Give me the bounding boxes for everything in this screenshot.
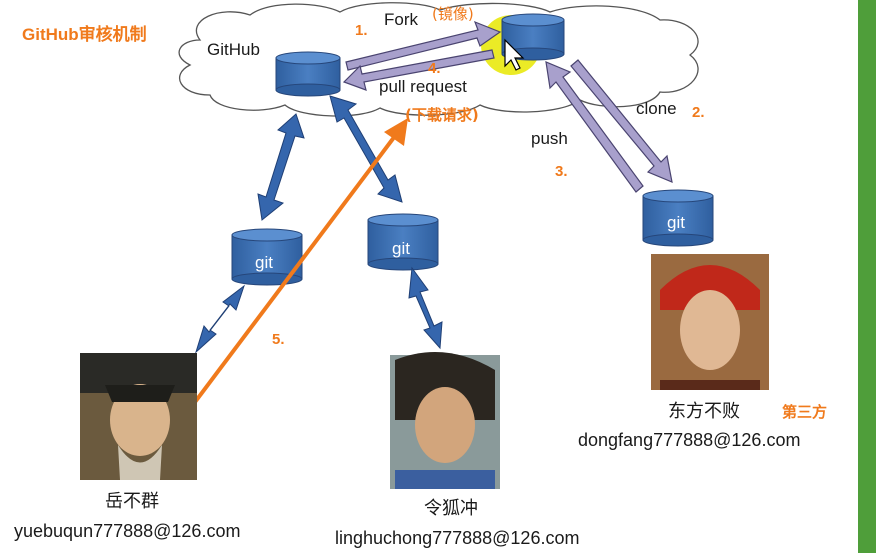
- fork-cn-label: (镜像): [432, 5, 474, 23]
- double-arrow-middle-user: [408, 266, 443, 350]
- portrait-yuebuqun: [80, 353, 197, 480]
- step4-label: 4.: [428, 60, 441, 77]
- user-name-linghuchong: 令狐冲: [424, 498, 478, 519]
- step3-label: 3.: [555, 163, 568, 180]
- user-name-dongfang: 东方不败: [668, 401, 740, 422]
- clone-label: clone: [636, 99, 677, 118]
- user-email-yuebuqun: yuebuqun777888@126.com: [14, 521, 240, 541]
- diagram-title: GitHub审核机制: [22, 24, 147, 44]
- push-arrow: [545, 61, 644, 193]
- double-arrow-left-user: [194, 284, 245, 354]
- user-email-dongfang: dongfang777888@126.com: [578, 430, 800, 450]
- user-email-linghuchong: linghuchong777888@126.com: [335, 528, 579, 548]
- portrait-dongfang: [651, 254, 769, 390]
- pull-request-label: pull request: [379, 77, 467, 96]
- git-label-right: git: [667, 213, 685, 232]
- double-arrow-github-left: [257, 113, 305, 221]
- portrait-linghuchong: [390, 352, 500, 489]
- git-cylinder-right: [642, 189, 714, 247]
- github-label: GitHub: [207, 40, 260, 59]
- step2-label: 2.: [692, 104, 705, 121]
- user-name-yuebuqun: 岳不群: [105, 491, 159, 512]
- fork-label: Fork: [384, 10, 419, 29]
- pull-request-arrow: [342, 49, 495, 91]
- clone-arrow: [570, 59, 673, 183]
- double-arrow-github-middle: [329, 95, 403, 203]
- edge-strip: [858, 0, 876, 553]
- fork-arrow: [345, 20, 502, 71]
- fork-repo-cylinder: [501, 13, 565, 61]
- step5-arrow-head: [384, 118, 408, 146]
- git-cylinder-middle: [367, 213, 439, 271]
- user-tag-dongfang: 第三方: [782, 403, 827, 421]
- pull-request-cn-label: (下载请求): [405, 106, 479, 124]
- git-label-middle: git: [392, 239, 410, 258]
- step5-label: 5.: [272, 331, 285, 348]
- git-label-left: git: [255, 253, 273, 272]
- github-repo-cylinder: [275, 51, 341, 97]
- step5-arrow-line: [184, 130, 400, 416]
- push-label: push: [531, 129, 568, 148]
- step1-label: 1.: [355, 22, 368, 39]
- mouse-cursor-icon: [504, 38, 525, 71]
